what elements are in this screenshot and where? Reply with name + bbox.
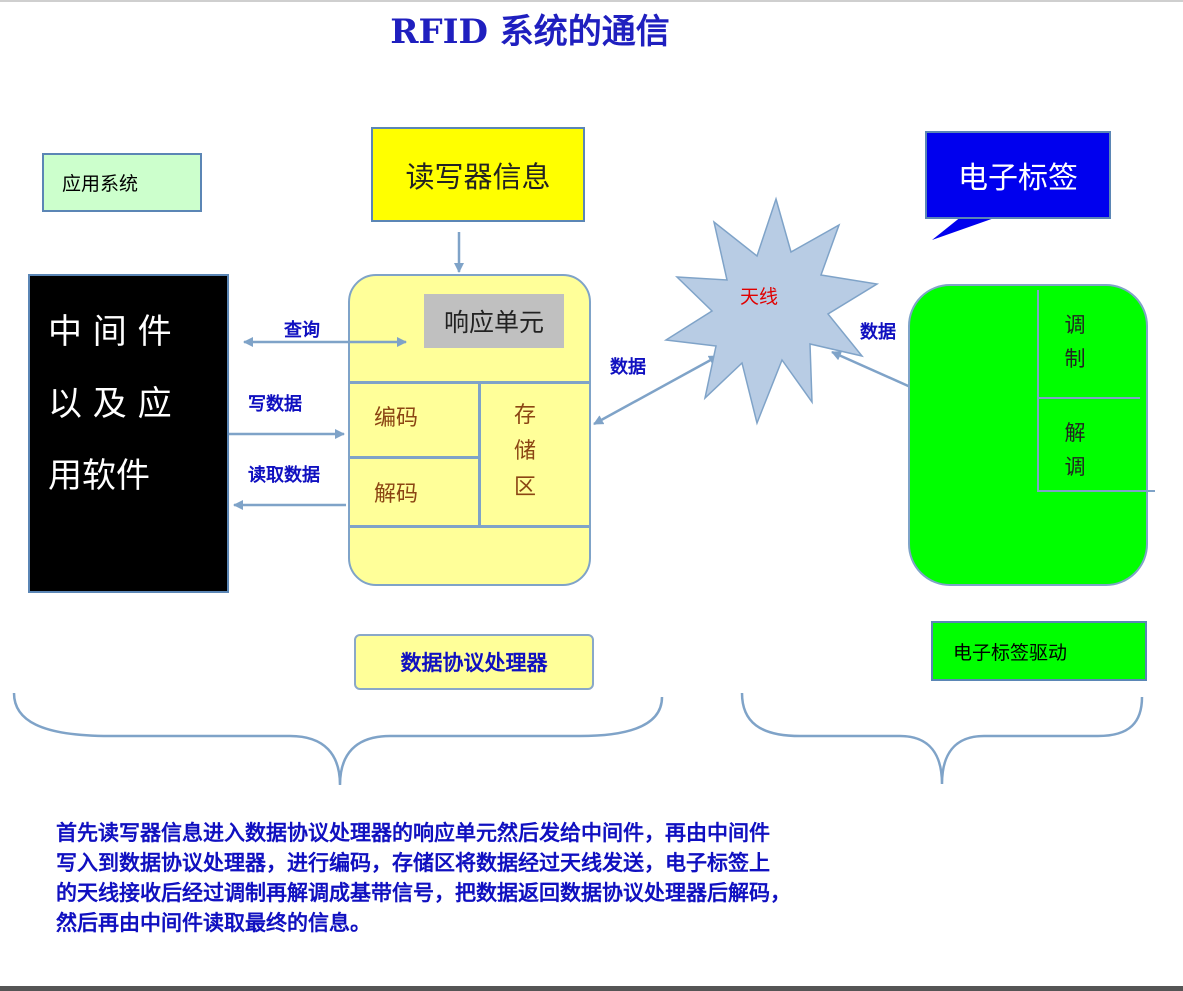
- tag-body[interactable]: [908, 284, 1148, 586]
- tag-divider: [1037, 490, 1155, 492]
- processor-divider: [349, 381, 589, 384]
- processor-divider: [478, 382, 481, 527]
- data-label-right: 数据: [860, 322, 896, 343]
- tag-divider: [1037, 397, 1140, 399]
- storage-char: 区: [513, 475, 536, 500]
- demodulate-label: 解 调: [1062, 416, 1088, 484]
- reader-info-label: 读写器信息: [405, 159, 551, 194]
- response-unit-label: 响应单元: [443, 308, 544, 337]
- middleware-line-2: 以 及 应: [48, 384, 172, 424]
- modulate-char: 制: [1064, 347, 1086, 371]
- page-title: RFID 系统的通信: [390, 12, 670, 52]
- modulate-label: 调 制: [1062, 308, 1088, 376]
- antenna-starburst: [663, 196, 880, 426]
- tag-driver-label: 电子标签驱动: [953, 641, 1068, 664]
- middleware-line-1: 中 间 件: [48, 312, 172, 352]
- antenna-label: 天线: [740, 286, 779, 308]
- write-data-label: 写数据: [248, 394, 302, 415]
- description-line: 写入到数据协议处理器，进行编码，存储区将数据经过天线发送，电子标签上: [56, 851, 770, 875]
- storage-char: 储: [513, 439, 536, 464]
- left-brace: [12, 692, 664, 786]
- description-text: 首先读写器信息进入数据协议处理器的响应单元然后发给中间件，再由中间件 写入到数据…: [56, 818, 1056, 938]
- e-tag-callout-tail: [932, 216, 1000, 240]
- data-label-left: 数据: [610, 357, 646, 378]
- query-label: 查询: [284, 320, 320, 341]
- tag-divider: [1037, 290, 1039, 492]
- app-system-label: 应用系统: [62, 173, 139, 195]
- read-data-label: 读取数据: [248, 465, 320, 486]
- storage-area: 存 储 区: [510, 398, 540, 506]
- storage-char: 存: [513, 403, 536, 428]
- demodulate-char: 调: [1064, 455, 1086, 479]
- top-border: [0, 0, 1183, 2]
- modulate-char: 调: [1064, 313, 1086, 337]
- middleware-box[interactable]: 中 间 件 以 及 应 用软件: [28, 274, 229, 593]
- bottom-border: [0, 986, 1183, 991]
- processor-label-box[interactable]: 数据协议处理器: [354, 634, 594, 690]
- description-line: 的天线接收后经过调制再解调成基带信号，把数据返回数据协议处理器后解码，: [56, 881, 791, 905]
- decode-label: 解码: [374, 482, 419, 507]
- right-brace: [740, 692, 1144, 785]
- encode-label: 编码: [374, 406, 419, 431]
- arrow-processor-antenna: [593, 354, 719, 426]
- processor-label: 数据协议处理器: [400, 651, 548, 675]
- response-unit[interactable]: 响应单元: [424, 294, 564, 348]
- processor-divider: [349, 525, 589, 528]
- middleware-line-3: 用软件: [48, 456, 150, 496]
- e-tag-label: 电子标签: [958, 161, 1078, 196]
- e-tag-callout[interactable]: 电子标签: [925, 131, 1111, 219]
- app-system-box[interactable]: 应用系统: [42, 153, 202, 212]
- tag-driver-box[interactable]: 电子标签驱动: [931, 621, 1147, 681]
- description-line: 然后再由中间件读取最终的信息。: [56, 911, 371, 935]
- demodulate-char: 解: [1064, 421, 1086, 445]
- reader-info-box[interactable]: 读写器信息: [371, 127, 585, 222]
- description-line: 首先读写器信息进入数据协议处理器的响应单元然后发给中间件，再由中间件: [56, 821, 770, 845]
- processor-divider: [349, 456, 479, 459]
